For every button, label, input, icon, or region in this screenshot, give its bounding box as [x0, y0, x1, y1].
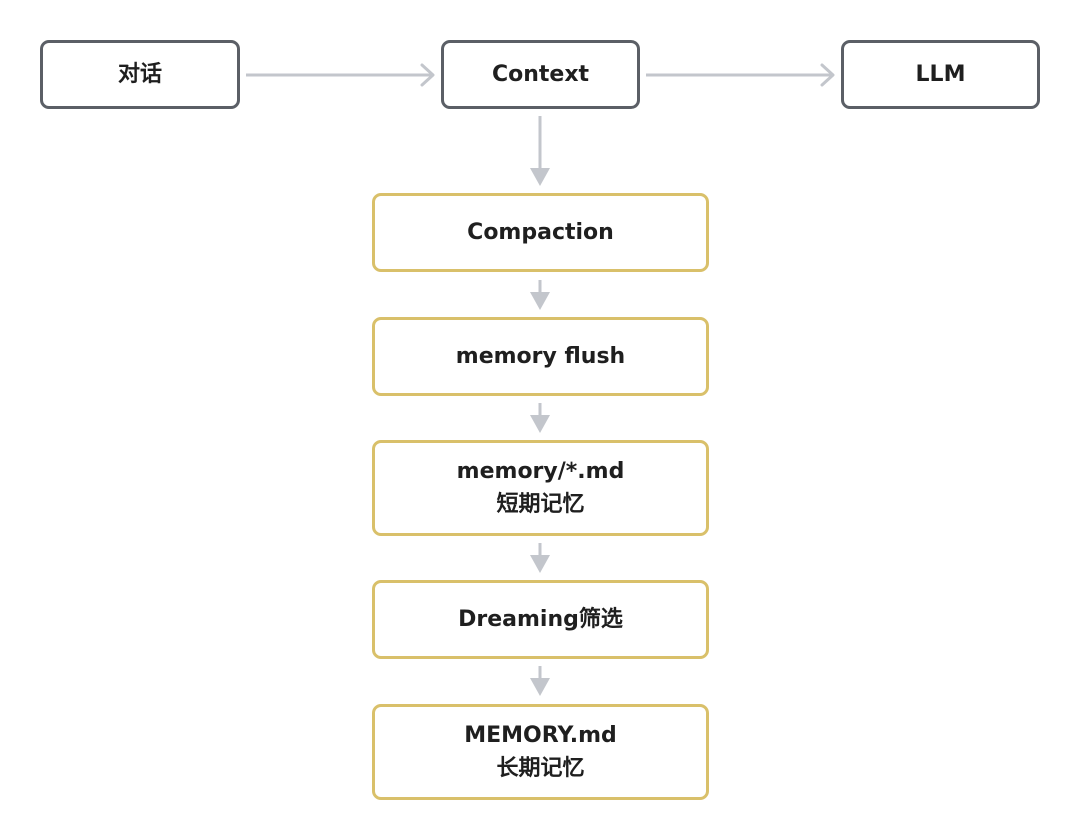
- node-compaction-label: Compaction: [467, 220, 614, 245]
- node-dreaming: Dreaming筛选: [372, 580, 709, 659]
- node-long-term-memory-label: 长期记忆: [496, 756, 585, 781]
- node-llm-label: LLM: [915, 62, 966, 87]
- arrow-short-memory-to-dreaming: [530, 543, 550, 573]
- node-compaction: Compaction: [372, 193, 709, 272]
- node-memory-flush: memory flush: [372, 317, 709, 396]
- arrow-dialog-to-context: [246, 63, 435, 87]
- node-llm: LLM: [841, 40, 1040, 109]
- node-context-label: Context: [491, 62, 590, 87]
- node-short-term-memory: memory/*.md 短期记忆: [372, 440, 709, 536]
- node-dialog: 对话: [40, 40, 240, 109]
- node-long-term-memory-file: MEMORY.md: [464, 723, 617, 748]
- node-context: Context: [441, 40, 640, 109]
- arrow-flush-to-short-memory: [530, 403, 550, 433]
- node-short-term-memory-label: 短期记忆: [496, 492, 585, 517]
- arrow-dreaming-to-long-memory: [530, 666, 550, 696]
- node-long-term-memory: MEMORY.md 长期记忆: [372, 704, 709, 800]
- node-memory-flush-label: memory flush: [455, 344, 626, 369]
- arrow-context-to-compaction: [530, 116, 550, 186]
- arrow-context-to-llm: [646, 63, 835, 87]
- node-short-term-memory-file: memory/*.md: [456, 459, 625, 484]
- node-dreaming-label: Dreaming筛选: [458, 607, 623, 632]
- arrow-compaction-to-flush: [530, 280, 550, 310]
- node-dialog-label: 对话: [117, 62, 162, 87]
